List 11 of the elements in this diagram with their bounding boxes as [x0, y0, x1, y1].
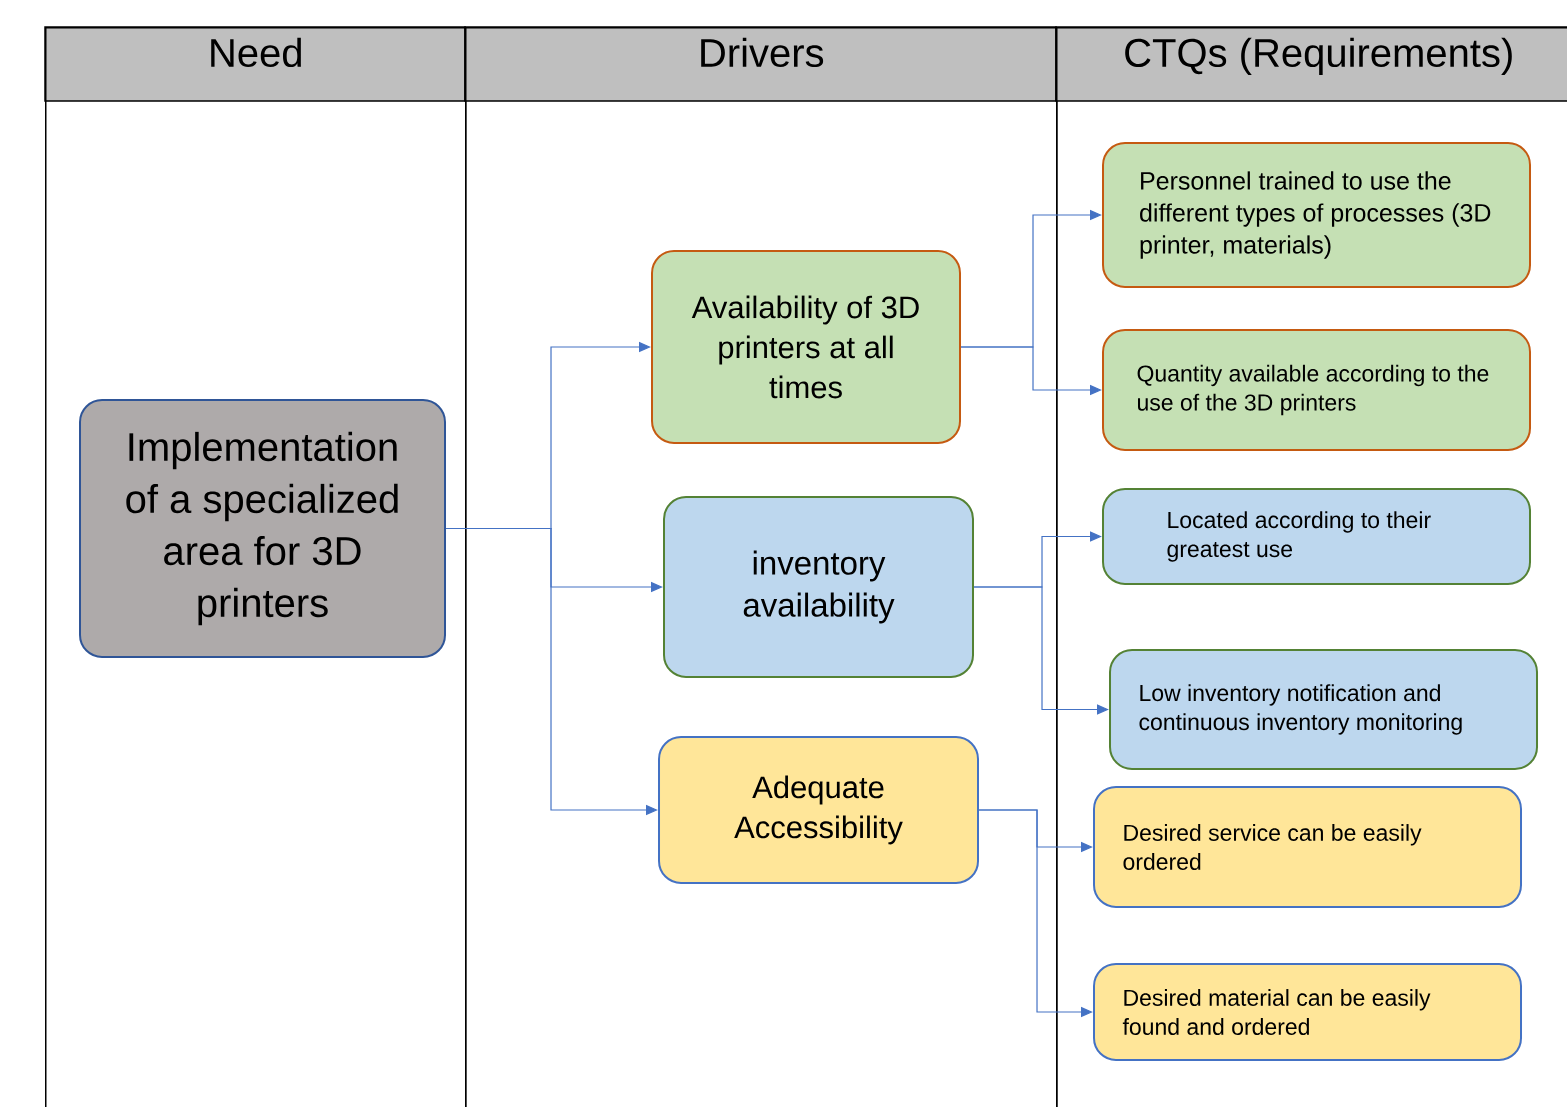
process-box: Implementation of a specialized area for 3D printers	[79, 399, 446, 658]
process-box: Located according to their greatest use	[1102, 488, 1531, 585]
process-box: Adequate Accessibility	[658, 736, 979, 884]
process-box: Desired material can be easily found and ordered	[1093, 963, 1522, 1061]
arrow	[973, 586, 1109, 715]
process-box: Desired service can be easily ordered	[1093, 786, 1522, 908]
process-box: Personnel trained to use the different types of processes (3D printer, materials)	[1102, 142, 1531, 288]
process-box: Availability of 3D printers at all times	[651, 250, 961, 444]
process-box: Low inventory notification and continuous inventory monitoring	[1109, 649, 1538, 770]
process-box: inventory availability	[663, 496, 974, 678]
process-box: Quantity available according to the use of the 3D printers	[1102, 329, 1531, 451]
